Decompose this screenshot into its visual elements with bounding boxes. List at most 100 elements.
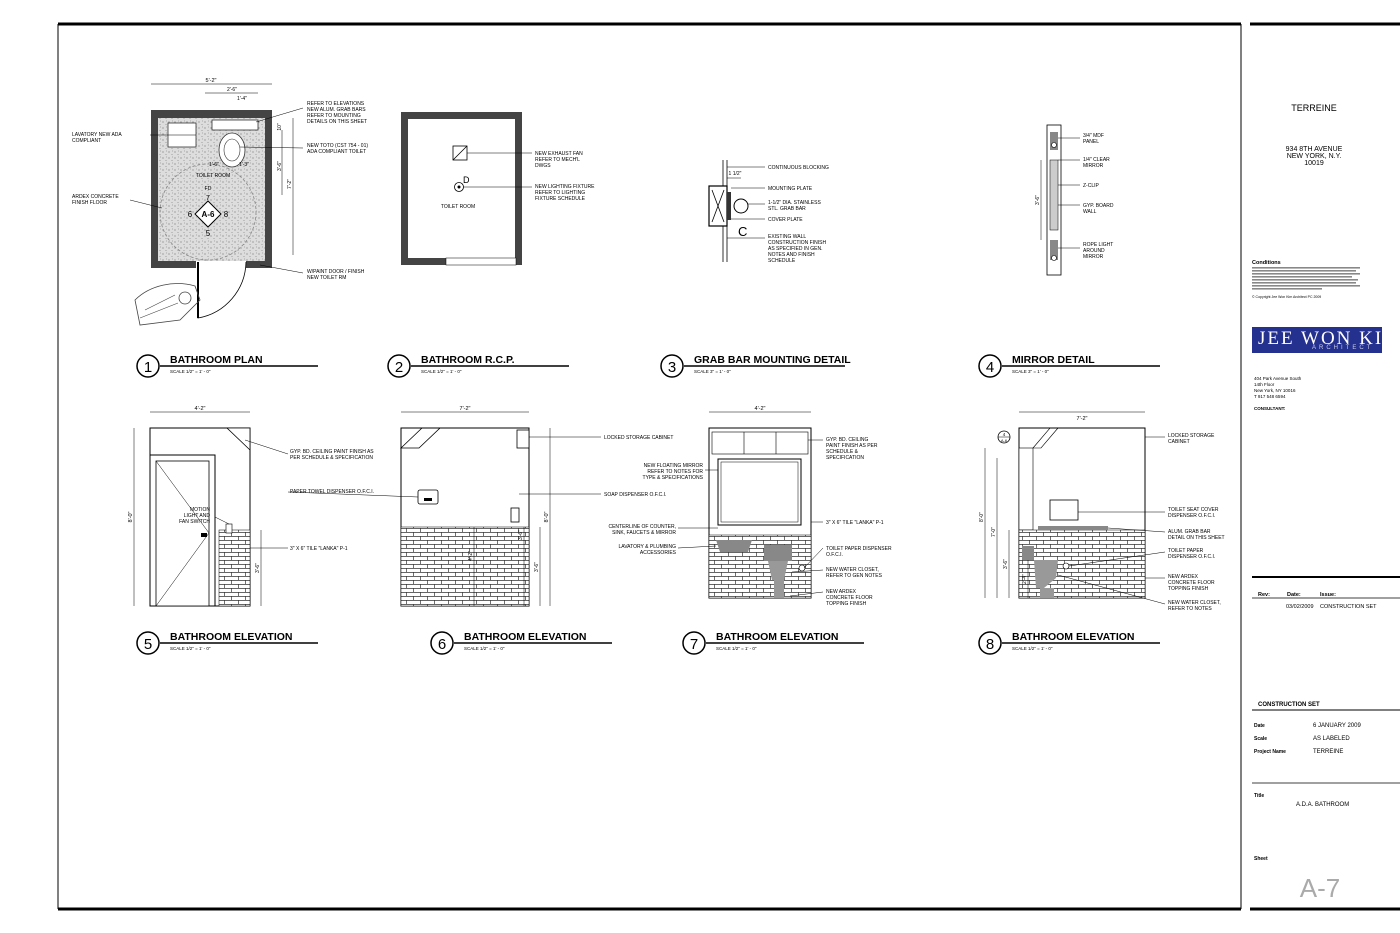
grab-note-bar: 1-1/2" DIA. STAINLESS STL. GRAB BAR xyxy=(768,200,821,212)
svg-text:GYP. BD. CEILING: GYP. BD. CEILING xyxy=(826,437,869,443)
elev8-note-ardex: NEW ARDEX CONCRETE FLOOR TOPPING FINISH xyxy=(1168,574,1215,592)
elev6-dim-w: 7'-2" xyxy=(460,406,471,412)
detail-title-8: 8 BATHROOM ELEVATION SCALE 1/2" = 1' - 0… xyxy=(978,631,1160,655)
svg-text:MIRROR DETAIL: MIRROR DETAIL xyxy=(1012,354,1095,366)
grab-bar-detail: C 1 1/2" CONTINUOUS BLOCKING MOUNTING PL… xyxy=(708,160,829,264)
elev8-dim-h4: 2'-4" xyxy=(1022,574,1028,584)
elev8-dim-h: 8'-0" xyxy=(979,512,985,522)
elev6-dim-h2: 4'-2" xyxy=(468,551,474,561)
svg-text:NEW TOILET RM: NEW TOILET RM xyxy=(307,275,346,281)
mirror-dim: 3'-6" xyxy=(1035,195,1041,205)
svg-text:MIRROR: MIRROR xyxy=(1083,163,1104,169)
elev8-dim-h3: 3'-6" xyxy=(1003,559,1009,569)
plan-tag-right: 8 xyxy=(224,210,229,219)
tb-title: A.D.A. BATHROOM xyxy=(1296,802,1349,808)
rcp-note-fan: NEW EXHAUST FAN REFER TO MECH'L DWGS xyxy=(535,151,583,169)
rcp-room-label: TOILET ROOM xyxy=(441,204,475,210)
svg-text:LIGHT AND: LIGHT AND xyxy=(184,513,211,519)
plan-tag-left: 6 xyxy=(188,210,193,219)
plan-note-repaint: W/PAINT DOOR / FINISH NEW TOILET RM xyxy=(307,269,365,281)
firm-logo-name: JEE WON KIM xyxy=(1258,328,1400,349)
elevation-8: 4 A-6 7'-2" 8'-0" 7'-0" 3'-6" 2'-4" LOCK… xyxy=(979,411,1225,612)
svg-text:NEW WATER CLOSET,: NEW WATER CLOSET, xyxy=(826,567,879,573)
svg-text:SPECIFICATION: SPECIFICATION xyxy=(826,455,864,461)
grab-detail-tag: C xyxy=(738,224,747,239)
elev8-note-tp: TOILET PAPER DISPENSER O.F.C.I. xyxy=(1168,548,1215,560)
svg-text:PANEL: PANEL xyxy=(1083,139,1099,145)
svg-text:5: 5 xyxy=(144,636,152,653)
svg-text:BATHROOM ELEVATION: BATHROOM ELEVATION xyxy=(170,631,293,643)
svg-text:AS SPECIFIED IN GEN.: AS SPECIFIED IN GEN. xyxy=(768,246,822,252)
svg-text:BATHROOM ELEVATION: BATHROOM ELEVATION xyxy=(716,631,839,643)
bathroom-plan: A-6 7 6 8 5 FD TOILET ROOM 5'-2" 2'-6" 1… xyxy=(72,78,368,326)
svg-text:CONCRETE FLOOR: CONCRETE FLOOR xyxy=(826,595,873,601)
svg-text:NEW TOTO (CST 754 - 01): NEW TOTO (CST 754 - 01) xyxy=(307,143,368,149)
tb-conditions-text xyxy=(1252,267,1360,290)
svg-text:DETAILS ON THIS SHEET: DETAILS ON THIS SHEET xyxy=(307,119,367,125)
svg-text:4: 4 xyxy=(986,359,994,376)
elev8-note-grab: ALUM. GRAB BAR DETAIL ON THIS SHEET xyxy=(1168,529,1225,541)
detail-title-4: 4 MIRROR DETAIL SCALE 3" = 1' - 0" xyxy=(978,354,1160,378)
svg-text:Issue:: Issue: xyxy=(1320,592,1336,598)
elev5-note-tile: 3" X 6" TILE "LANKA" P-1 xyxy=(290,546,348,552)
svg-text:LAVATORY & PLUMBING: LAVATORY & PLUMBING xyxy=(618,544,676,550)
svg-text:BATHROOM ELEVATION: BATHROOM ELEVATION xyxy=(1012,631,1135,643)
svg-text:NEW ARDEX: NEW ARDEX xyxy=(1168,574,1199,580)
tb-copyright: © Copyright Jee Won Kim Architect PC 200… xyxy=(1252,295,1321,299)
tb-date-label: Date xyxy=(1254,723,1265,729)
mirror-note-mdf: 3/4" MDF PANEL xyxy=(1083,133,1104,145)
svg-text:NEW ALUM. GRAB BARS: NEW ALUM. GRAB BARS xyxy=(307,107,366,113)
svg-text:SCALE 3" = 1' - 0": SCALE 3" = 1' - 0" xyxy=(694,369,731,374)
elev7-note-ardex: NEW ARDEX CONCRETE FLOOR TOPPING FINISH xyxy=(826,589,873,607)
svg-text:GRAB BAR MOUNTING DETAIL: GRAB BAR MOUNTING DETAIL xyxy=(694,354,851,366)
svg-text:LOCKED STORAGE: LOCKED STORAGE xyxy=(1168,433,1215,439)
svg-text:DISPENSER O.F.C.I.: DISPENSER O.F.C.I. xyxy=(1168,513,1215,519)
tb-set-label: CONSTRUCTION SET xyxy=(1258,702,1320,708)
svg-text:ACCESSORIES: ACCESSORIES xyxy=(640,550,677,556)
svg-text:1: 1 xyxy=(144,359,152,376)
svg-text:EXISTING WALL: EXISTING WALL xyxy=(768,234,806,240)
svg-text:7: 7 xyxy=(690,636,698,653)
svg-text:03/02/2009: 03/02/2009 xyxy=(1286,604,1314,610)
svg-text:NEW LIGHTING FIXTURE: NEW LIGHTING FIXTURE xyxy=(535,184,595,190)
tb-title-label: Title xyxy=(1254,793,1264,799)
plan-dim-8: 10" xyxy=(277,123,283,131)
tb-scale: AS LABELED xyxy=(1313,736,1350,742)
detail-title-2: 2 BATHROOM R.C.P. SCALE 1/2" = 1' - 0" xyxy=(387,354,569,378)
svg-text:BATHROOM ELEVATION: BATHROOM ELEVATION xyxy=(464,631,587,643)
rcp-detail-tag: D xyxy=(463,175,470,185)
tb-revision-row: 03/02/2009 CONSTRUCTION SET xyxy=(1286,604,1377,610)
elev7-note-tp: TOILET PAPER DISPENSER O.F.C.I. xyxy=(826,546,892,558)
tb-consultant: CONSULTANT: xyxy=(1254,406,1286,411)
elev5-note-motion: MOTION LIGHT AND FAN SWITCH xyxy=(179,507,210,525)
tb-projno: TERREINE xyxy=(1313,749,1343,755)
svg-text:SCALE 1/2" = 1' - 0": SCALE 1/2" = 1' - 0" xyxy=(170,369,211,374)
detail-title-1: 1 BATHROOM PLAN SCALE 1/2" = 1' - 0" xyxy=(136,354,318,378)
svg-text:Rev:: Rev: xyxy=(1258,592,1270,598)
plan-dim-7: 3'-6" xyxy=(277,161,283,171)
plan-dim-overall: 5'-2" xyxy=(206,78,217,84)
svg-text:6: 6 xyxy=(438,636,446,653)
svg-text:SCHEDULE &: SCHEDULE & xyxy=(826,449,859,455)
tb-sheet-label: Sheet xyxy=(1254,856,1268,862)
svg-text:DETAIL ON THIS SHEET: DETAIL ON THIS SHEET xyxy=(1168,535,1225,541)
elev7-note-lav: LAVATORY & PLUMBING ACCESSORIES xyxy=(618,544,676,556)
elev7-note-wc: NEW WATER CLOSET, REFER TO GEN NOTES xyxy=(826,567,883,579)
svg-text:BATHROOM R.C.P.: BATHROOM R.C.P. xyxy=(421,354,515,366)
tb-scale-label: Scale xyxy=(1254,736,1267,742)
elev7-note-counter: CENTERLINE OF COUNTER, SINK, FAUCETS & M… xyxy=(608,524,676,536)
svg-text:SCALE 1/2" = 1' - 0": SCALE 1/2" = 1' - 0" xyxy=(716,646,757,651)
svg-text:8: 8 xyxy=(986,636,994,653)
grab-note-wall: EXISTING WALL CONSTRUCTION FINISH AS SPE… xyxy=(768,234,826,264)
tb-project: TERREINE xyxy=(1291,103,1337,113)
svg-text:CABINET: CABINET xyxy=(1168,439,1190,445)
plan-floor-drain: FD xyxy=(205,186,212,192)
svg-text:AROUND: AROUND xyxy=(1083,248,1105,254)
svg-text:NEW WATER CLOSET,: NEW WATER CLOSET, xyxy=(1168,600,1221,606)
svg-text:NEW EXHAUST FAN: NEW EXHAUST FAN xyxy=(535,151,583,157)
elev8-note-wc: NEW WATER CLOSET, REFER TO NOTES xyxy=(1168,600,1221,612)
firm-logo-sub: ARCHITECT xyxy=(1312,345,1374,351)
tb-firm-address: 404 Park Avenue South 14th Floor New Yor… xyxy=(1254,376,1302,399)
detail-title-3: 3 GRAB BAR MOUNTING DETAIL SCALE 3" = 1'… xyxy=(660,354,851,378)
plan-tag-num: 7 xyxy=(206,195,210,202)
